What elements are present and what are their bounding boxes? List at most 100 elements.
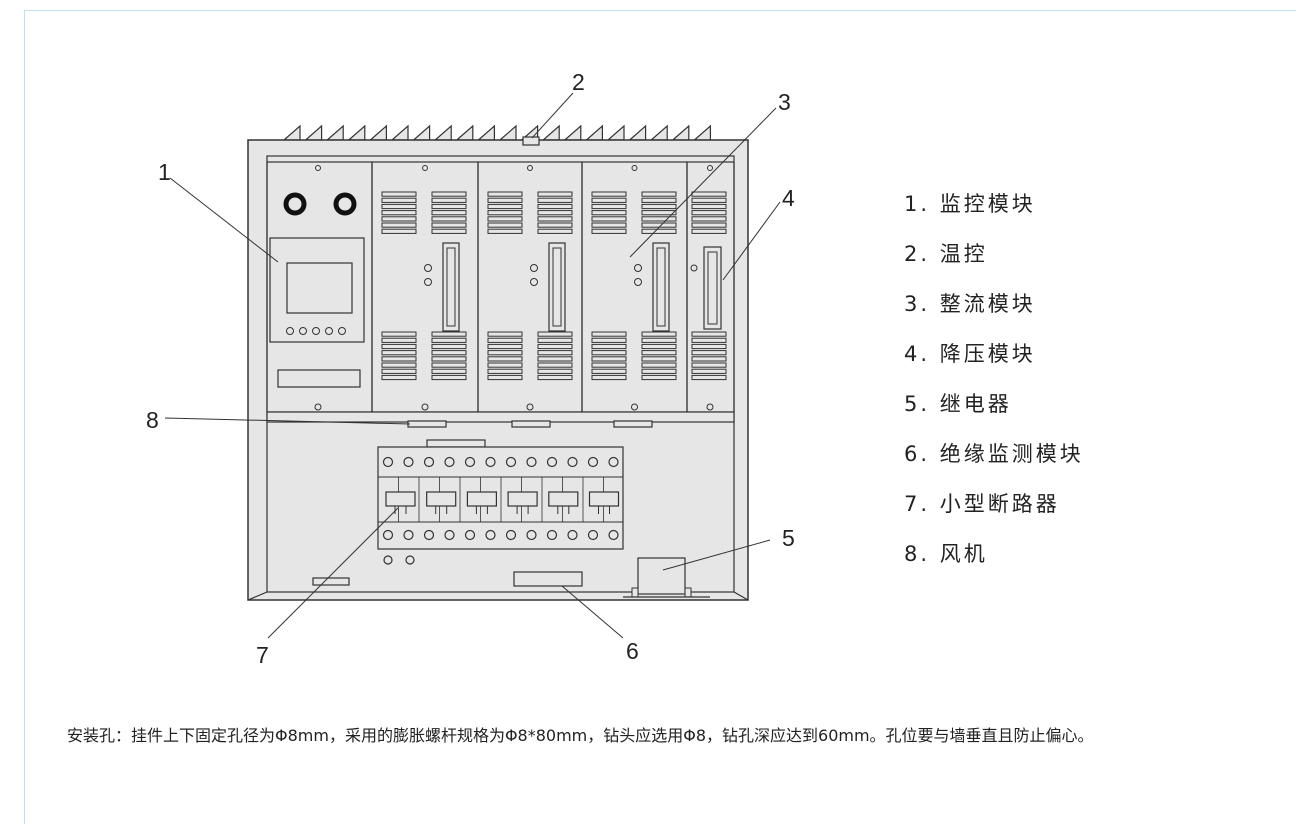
vent-slat — [641, 356, 677, 362]
vent-slat — [591, 216, 627, 222]
heatsink-fin — [541, 124, 560, 141]
vent-slat — [691, 222, 727, 228]
heatsink-fin — [563, 124, 582, 141]
terminal-screw — [444, 456, 455, 468]
vent-slat — [487, 368, 523, 374]
vent-slat — [487, 350, 523, 356]
vent-slat — [641, 203, 677, 210]
vent-slat — [381, 350, 417, 356]
vent-slat — [691, 216, 727, 222]
screw — [706, 403, 714, 411]
vent-slat — [381, 222, 417, 228]
label-plate — [277, 369, 361, 388]
indicator-led — [634, 278, 642, 286]
panel-button — [312, 327, 320, 335]
vent-slat — [487, 197, 523, 203]
content-frame — [24, 10, 1296, 824]
mount-bracket — [312, 577, 350, 586]
terminal-screw — [423, 529, 435, 541]
vent-slat — [431, 337, 467, 343]
heatsink-fin — [498, 124, 517, 141]
terminal-screw — [567, 529, 578, 541]
heatsink-fin — [671, 124, 690, 141]
vent-slat — [641, 228, 677, 234]
screw — [707, 165, 713, 171]
terminal-screw — [382, 456, 394, 468]
vent-slat — [641, 331, 677, 337]
breaker-array — [382, 456, 620, 541]
vent-slat — [537, 228, 573, 234]
vent-slat — [487, 203, 523, 210]
fan-unit — [407, 420, 447, 428]
heatsink-fin — [584, 124, 604, 141]
vent-slat — [537, 331, 573, 337]
panel-button — [286, 327, 294, 335]
vent-slat — [487, 374, 523, 381]
terminal-screw — [464, 529, 476, 541]
vent-slat — [591, 203, 627, 210]
terminal-screw — [526, 529, 537, 541]
heatsink-fin — [390, 124, 409, 141]
vent-slat — [537, 222, 573, 228]
handle — [652, 242, 670, 332]
legend-item-3: 3. 整流模块 — [904, 292, 1036, 316]
vent-slat — [381, 331, 417, 337]
vent-slat — [431, 216, 467, 222]
module-row — [266, 161, 735, 413]
vent-slat — [591, 356, 627, 362]
vent-slat — [641, 362, 677, 368]
vent-slat — [487, 210, 523, 216]
vent-slat — [641, 216, 677, 222]
vent-slat — [691, 210, 727, 216]
screw — [631, 403, 638, 411]
step-down-module — [686, 161, 735, 413]
vent-slat — [487, 343, 523, 350]
vent-slat — [487, 362, 523, 368]
legend-item-8: 8. 风机 — [904, 542, 988, 566]
vent-slat — [487, 191, 523, 197]
vent-slat — [487, 216, 523, 222]
vent-slat — [591, 197, 627, 203]
vent-slat — [691, 337, 727, 343]
vent-slat — [591, 374, 627, 381]
heatsink-fin — [628, 124, 647, 141]
vent-slat — [381, 362, 417, 368]
callout-number-8: 8 — [146, 407, 159, 433]
heatsink-fin — [692, 124, 712, 141]
knob — [283, 192, 307, 216]
vent-slat — [381, 368, 417, 374]
vent-slat — [431, 374, 467, 381]
vent-slat — [537, 210, 573, 216]
vent-slat — [691, 343, 727, 350]
callout-number-6: 6 — [626, 638, 639, 664]
vent-slat — [691, 197, 727, 203]
handle — [442, 242, 460, 332]
terminal-screw — [444, 529, 455, 541]
heatsink-fin — [433, 124, 452, 141]
indicator-led — [424, 264, 432, 272]
insulation-monitor-module — [513, 571, 583, 587]
vent-slat — [641, 210, 677, 216]
breaker-block-top-cap — [426, 439, 486, 448]
vent-slat — [381, 337, 417, 343]
legend-item-4: 4. 降压模块 — [904, 342, 1036, 366]
vent-slat — [591, 350, 627, 356]
vent-slat — [431, 228, 467, 234]
heatsink-fin — [304, 124, 323, 141]
terminal-screw — [587, 529, 599, 541]
vent-slat — [591, 228, 627, 234]
vent-slat — [537, 343, 573, 350]
vent-slat — [537, 356, 573, 362]
vent-slat — [381, 197, 417, 203]
panel-button — [325, 327, 333, 335]
breaker-toggle — [507, 491, 538, 507]
vent-slat — [487, 228, 523, 234]
vent-slat — [381, 203, 417, 210]
terminal-screw — [382, 529, 394, 541]
vent-slat — [691, 228, 727, 234]
callout-lines — [164, 92, 781, 639]
vent-slat — [537, 362, 573, 368]
vent-slat — [591, 191, 627, 197]
terminal-screw — [546, 529, 558, 541]
vent-slat — [487, 337, 523, 343]
